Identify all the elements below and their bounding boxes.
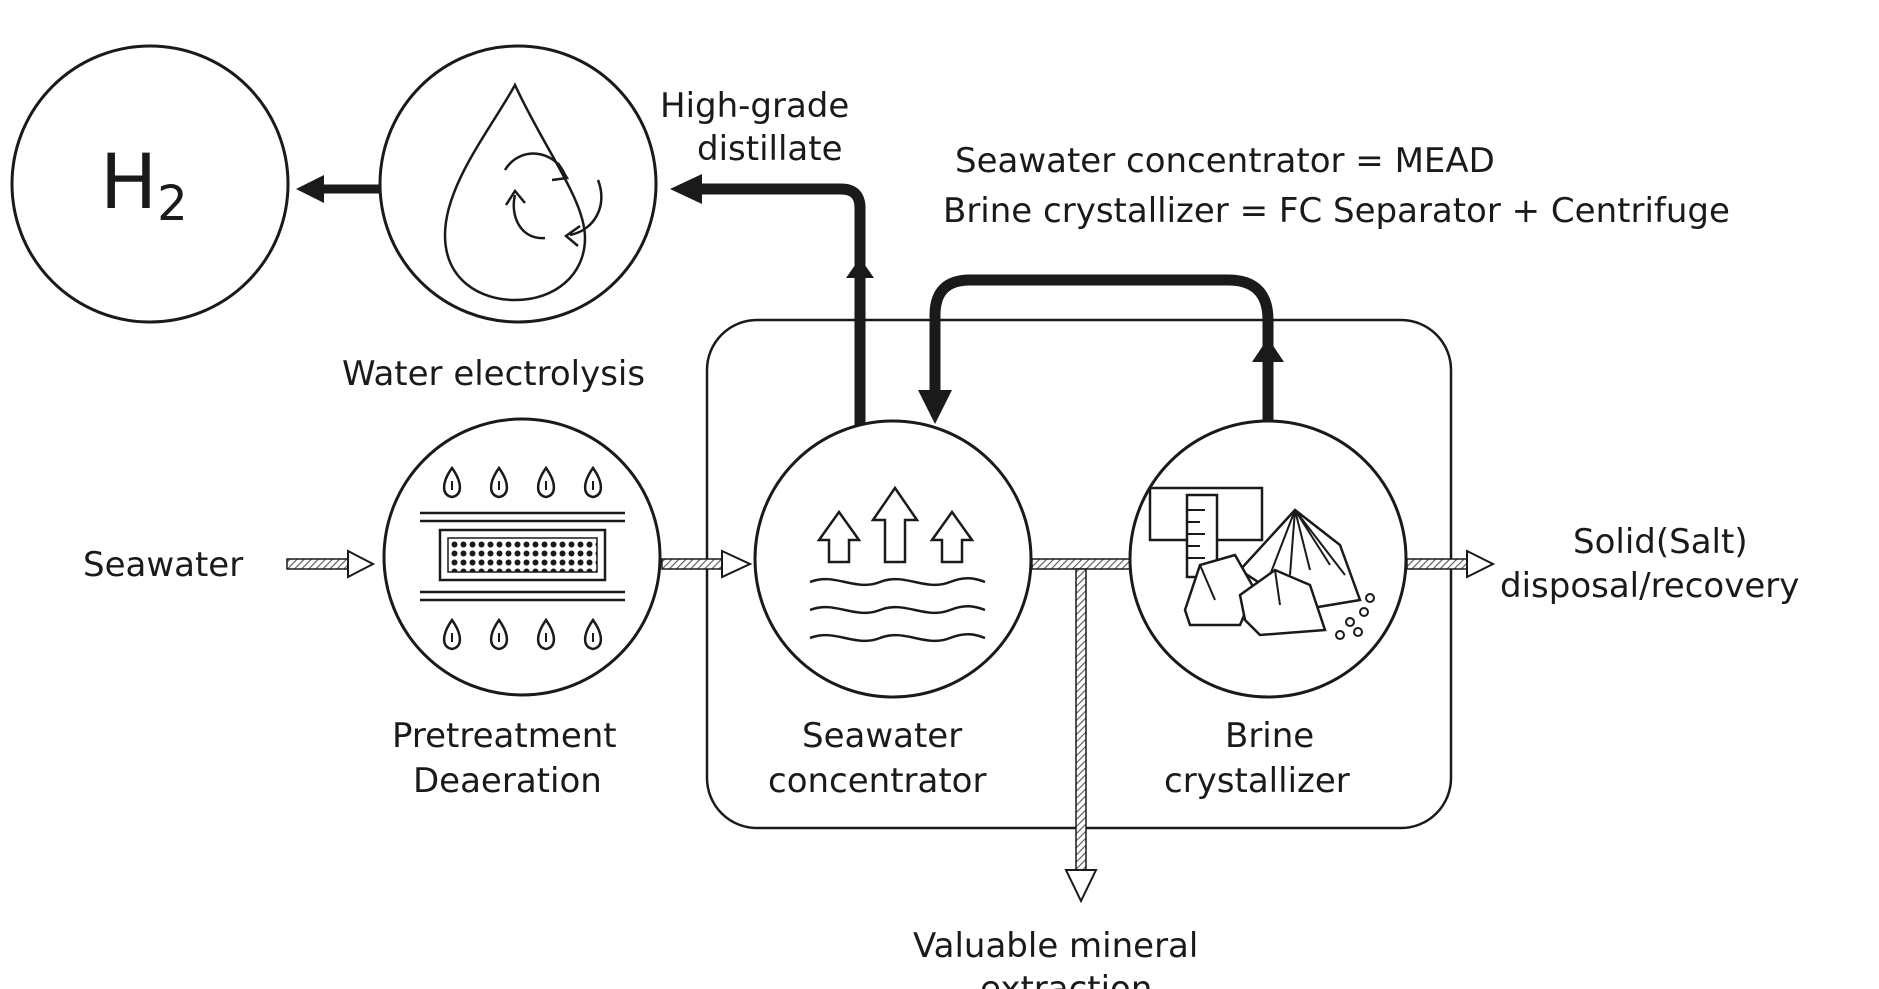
solid-outlet-label-line2: disposal/recovery (1500, 566, 1799, 606)
pretreatment-label-line1: Pretreatment (392, 716, 617, 756)
concentrator-label-line1: Seawater (802, 716, 962, 756)
crystallizer-node (1130, 421, 1406, 697)
pretreatment-node (384, 419, 660, 695)
crystallizer-label-line2: crystallizer (1164, 761, 1350, 801)
distillate-label-line1: High-grade (660, 86, 849, 126)
distillate-label-line2: distillate (697, 129, 843, 169)
h2-node: H2 (12, 46, 288, 322)
mineral-extraction-arrow (1066, 569, 1096, 901)
mineral-label-line2: extraction (980, 969, 1152, 989)
seawater-inlet-arrow (287, 551, 373, 577)
mineral-label-line1: Valuable mineral (913, 926, 1198, 966)
concentrator-node (755, 421, 1031, 697)
legend-line1: Seawater concentrator = MEAD (955, 141, 1495, 181)
pretreatment-label-line2: Deaeration (413, 761, 602, 801)
crystallizer-label-line1: Brine (1225, 716, 1314, 756)
h2-output-arrow (296, 175, 380, 203)
recycle-loop-arrow (918, 280, 1284, 428)
electrolysis-label: Water electrolysis (342, 354, 645, 394)
seawater-inlet-label: Seawater (83, 545, 243, 585)
solid-outlet-label-line1: Solid(Salt) (1573, 522, 1748, 562)
concentrator-label-line2: concentrator (768, 761, 986, 801)
concentrator-to-crystallizer-flow (1032, 559, 1131, 569)
electrolysis-node (380, 46, 656, 322)
distillate-arrow (670, 174, 874, 428)
legend-line2: Brine crystallizer = FC Separator + Cent… (943, 191, 1730, 231)
